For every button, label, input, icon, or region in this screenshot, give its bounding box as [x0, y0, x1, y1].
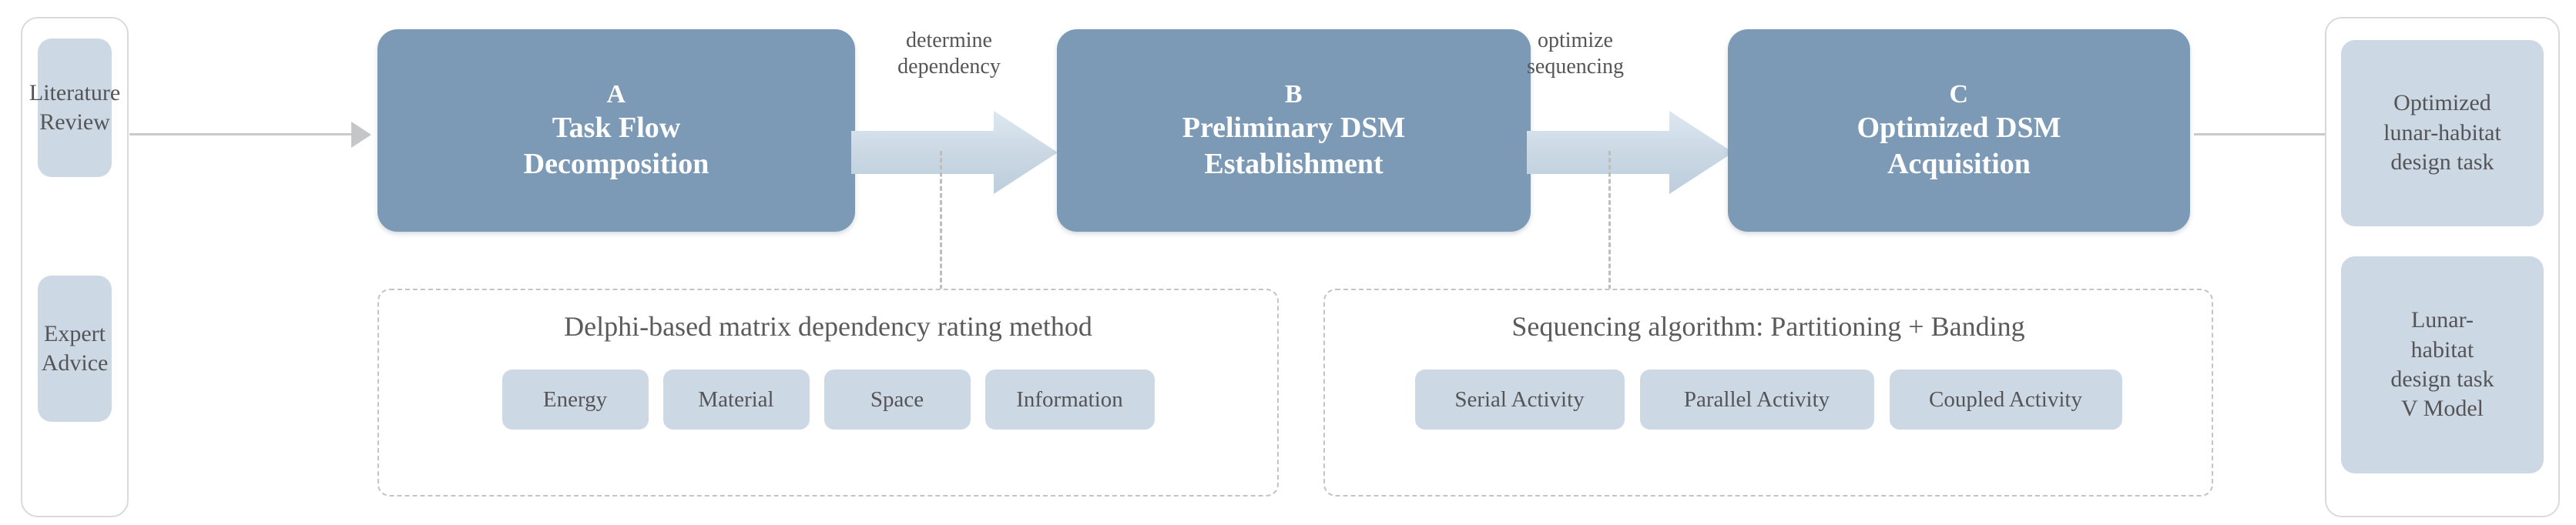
method-panel-delphi: Delphi-based matrix dependency rating me… — [377, 289, 1279, 497]
method-chip-label: Information — [1016, 386, 1123, 412]
input-node-label: Expert Advice — [41, 320, 109, 376]
output-node-optimized-design-task[interactable]: Optimized lunar-habitat design task — [2341, 40, 2544, 226]
stage-box-c[interactable]: C Optimized DSM Acquisition — [1728, 29, 2190, 232]
method-chip-information[interactable]: Information — [984, 370, 1155, 430]
stage-title: Optimized DSM Acquisition — [1857, 112, 2061, 181]
block-arrow-b-to-c — [1527, 111, 1733, 194]
method-chip-parallel-activity[interactable]: Parallel Activity — [1639, 370, 1874, 430]
method-panel-title: Sequencing algorithm: Partitioning + Ban… — [1511, 311, 2025, 342]
stage-letter: A — [606, 79, 626, 109]
method-panel-title: Delphi-based matrix dependency rating me… — [564, 311, 1092, 342]
output-node-v-model[interactable]: Lunar- habitat design task V Model — [2341, 256, 2544, 473]
stage-letter: C — [1949, 79, 1969, 109]
output-node-label: Optimized lunar-habitat design task — [2383, 90, 2501, 176]
connector-stage-c-to-outputs-line — [2194, 133, 2340, 135]
dropper-line-edge-a-to-panel-1 — [940, 151, 942, 289]
method-chip-space[interactable]: Space — [823, 370, 971, 430]
method-chip-label: Space — [870, 386, 924, 412]
dropper-line-edge-b-to-panel-2 — [1608, 151, 1611, 289]
method-chip-label: Energy — [542, 386, 608, 412]
input-node-expert-advice[interactable]: Expert Advice — [38, 276, 112, 422]
method-panel-chip-row: Energy Material Space Information — [379, 370, 1277, 430]
method-panel-sequencing: Sequencing algorithm: Partitioning + Ban… — [1323, 289, 2213, 497]
method-chip-energy[interactable]: Energy — [501, 370, 649, 430]
method-chip-label: Serial Activity — [1454, 386, 1585, 412]
output-node-label: Lunar- habitat design task V Model — [2390, 307, 2494, 422]
stage-box-b[interactable]: B Preliminary DSM Establishment — [1057, 29, 1531, 232]
edge-label-optimize-sequencing: optimize sequencing — [1527, 28, 1624, 79]
edge-label-determine-dependency: determine dependency — [897, 28, 1001, 79]
method-chip-label: Material — [698, 386, 774, 412]
stage-box-a[interactable]: A Task Flow Decomposition — [377, 29, 855, 232]
stage-title: Preliminary DSM Establishment — [1182, 112, 1406, 181]
input-node-label: Literature Review — [29, 79, 121, 135]
input-node-literature-review[interactable]: Literature Review — [29, 38, 120, 177]
block-arrow-a-to-b — [851, 111, 1058, 194]
connector-inputs-to-stage-a-line — [129, 133, 353, 135]
method-chip-coupled-activity[interactable]: Coupled Activity — [1889, 370, 2122, 430]
method-chip-serial-activity[interactable]: Serial Activity — [1414, 370, 1625, 430]
method-chip-material[interactable]: Material — [662, 370, 810, 430]
method-chip-label: Parallel Activity — [1683, 386, 1830, 412]
connector-inputs-to-stage-a-arrowhead — [351, 122, 371, 148]
stage-letter: B — [1284, 79, 1303, 109]
method-panel-chip-row: Serial Activity Parallel Activity Couple… — [1325, 370, 2212, 430]
method-chip-label: Coupled Activity — [1929, 386, 2082, 412]
stage-title: Task Flow Decomposition — [523, 112, 709, 181]
